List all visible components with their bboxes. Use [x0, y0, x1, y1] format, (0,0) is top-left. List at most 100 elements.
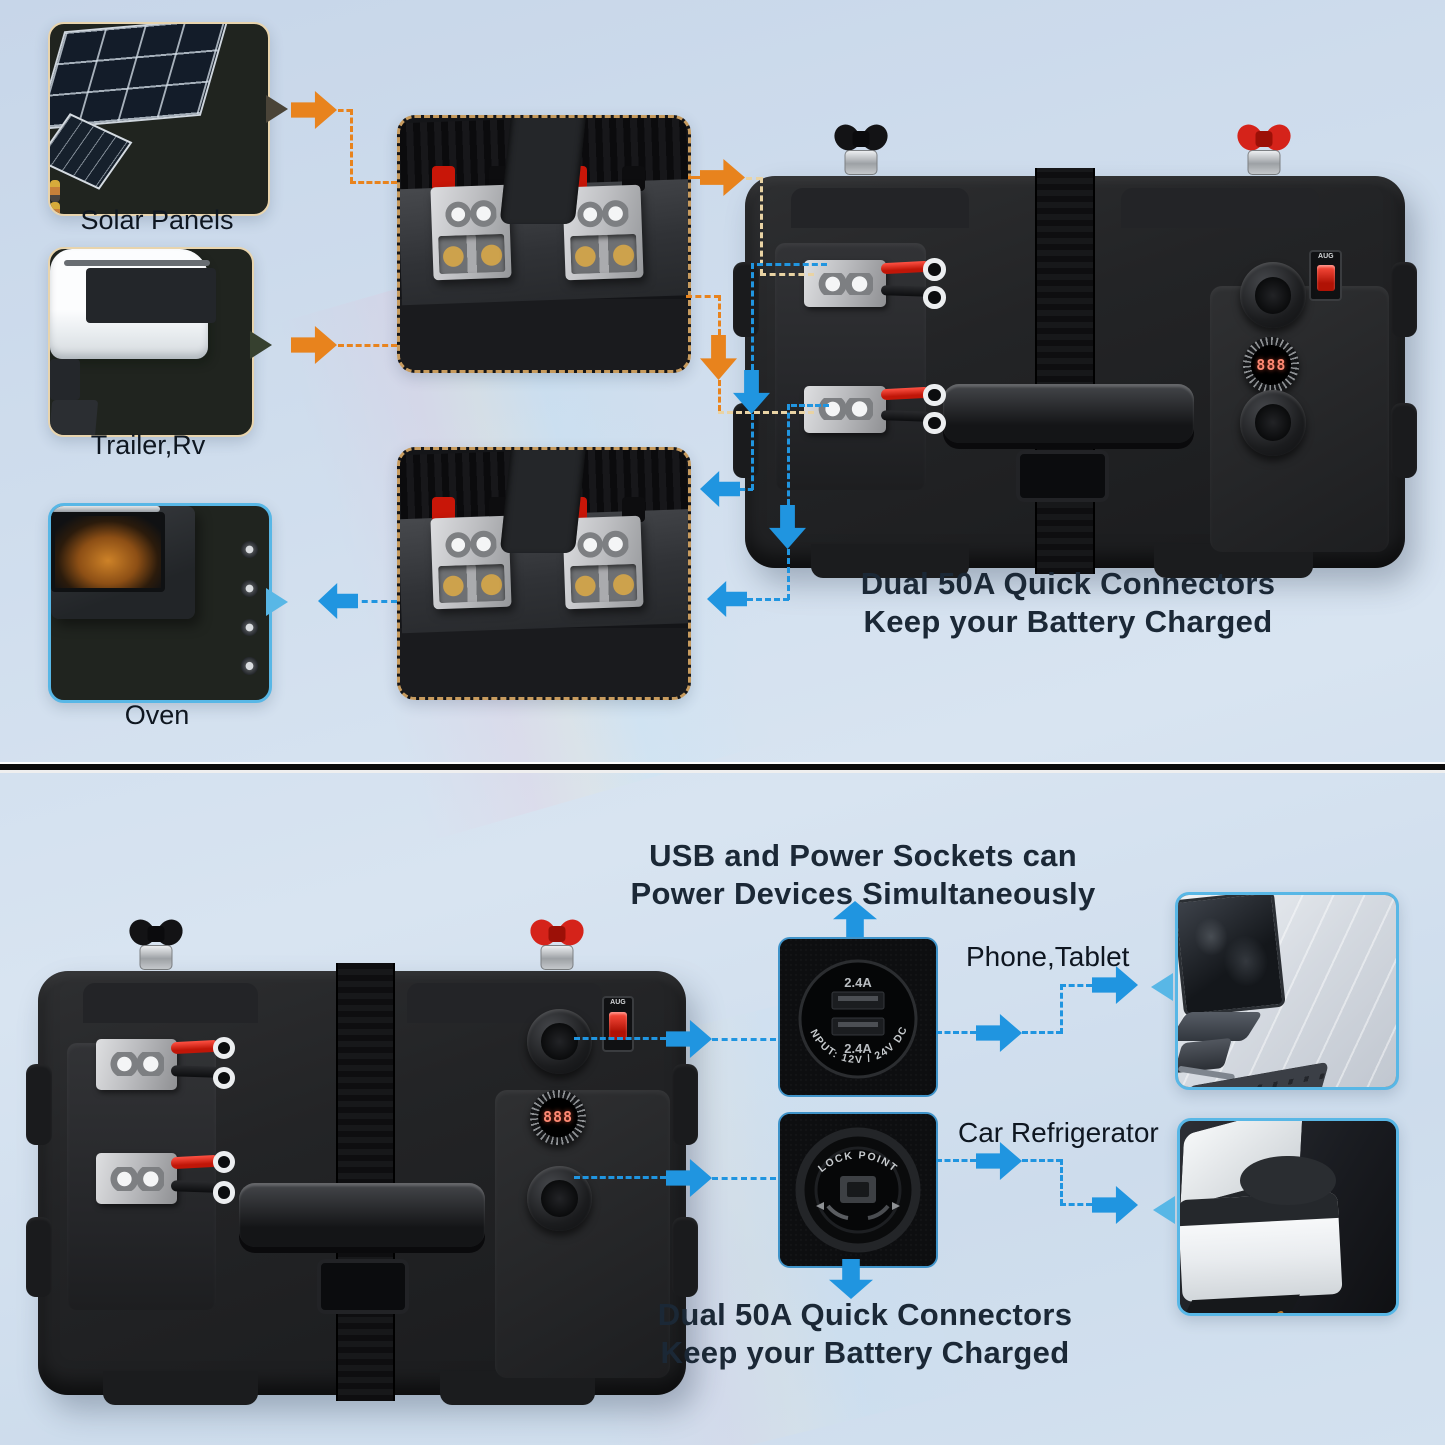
strap	[1035, 168, 1096, 574]
wing-nut-red-icon	[525, 914, 590, 973]
bottom-caption-line2: Keep your Battery Charged	[660, 1335, 1070, 1370]
grommet	[923, 383, 946, 407]
oven-handle	[51, 506, 161, 512]
usb-port1-rating: 2.4A	[844, 975, 872, 990]
trailer-rv-photo	[48, 247, 254, 437]
connector-line	[574, 1176, 666, 1179]
connector-line	[1060, 984, 1063, 1034]
connector-line	[760, 177, 763, 275]
wing-nut-black-icon	[829, 119, 893, 178]
side-tab	[26, 1064, 52, 1145]
callout-tip	[1151, 973, 1173, 1001]
grommet	[923, 286, 946, 309]
connector-line	[712, 1038, 776, 1041]
switch-rocker	[1316, 264, 1336, 291]
connector-line	[686, 295, 720, 298]
battery-box-photo-top: AUG 888	[733, 119, 1417, 578]
callout-tip	[250, 331, 272, 359]
grommet	[212, 1036, 235, 1059]
wing-nut-black-icon	[123, 914, 188, 973]
box-front	[400, 299, 688, 370]
connector-line	[712, 1177, 776, 1180]
handle	[238, 1183, 486, 1247]
anderson-connector	[430, 184, 512, 281]
anderson-connector	[430, 515, 511, 610]
solar-panel-carried	[50, 113, 133, 191]
handle	[943, 383, 1194, 443]
strap-buckle	[1015, 450, 1110, 502]
grommet	[212, 1067, 235, 1090]
source-label-solar: Solar Panels	[80, 205, 234, 235]
wing-nut-red-icon	[1231, 119, 1296, 178]
oven-knob	[240, 618, 259, 636]
trailer-window	[50, 358, 81, 400]
quick-connector-closeup-2	[397, 447, 691, 700]
device-label-fridge: Car Refrigerator	[958, 1117, 1159, 1148]
grommet	[923, 258, 946, 281]
bottom-heading-line1: USB and Power Sockets can	[649, 838, 1077, 873]
box-foot	[102, 1371, 259, 1405]
solar-array	[50, 24, 230, 131]
grommet	[212, 1181, 235, 1204]
orange-arrow-right-icon	[700, 159, 745, 196]
phone-tablet-photo	[1175, 892, 1399, 1090]
blue-arrow-left-icon	[707, 581, 747, 617]
lock-arrow-icon	[892, 1202, 900, 1210]
bottom-heading-line2: Power Devices Simultaneously	[630, 876, 1096, 911]
connector-line	[1022, 1031, 1062, 1034]
connector-line	[757, 263, 827, 266]
top-caption-line2: Keep your Battery Charged	[863, 604, 1273, 639]
blue-arrow-right-icon	[1092, 1186, 1138, 1224]
worker-figure	[50, 202, 60, 214]
connector-line	[1060, 1203, 1092, 1206]
accessory-socket	[1240, 389, 1306, 456]
connector-line	[338, 109, 352, 112]
box-body: AUG 888	[26, 963, 698, 1405]
connector-line	[746, 177, 762, 180]
connector-line	[791, 404, 829, 407]
connector-line	[760, 273, 814, 276]
orange-arrow-down-icon	[700, 335, 737, 380]
blue-arrow-left-icon	[318, 583, 358, 619]
callout-tip	[1153, 1196, 1175, 1224]
connector-line	[350, 109, 353, 183]
connector-line	[718, 295, 721, 335]
connector-line	[718, 380, 721, 411]
source-label-oven: Oven	[124, 700, 190, 730]
connector-line	[574, 1037, 666, 1040]
control-panel	[494, 1089, 670, 1379]
voltmeter-display: 888	[1243, 336, 1300, 393]
oven-body	[51, 506, 259, 675]
section-divider	[0, 762, 1445, 773]
grommet	[923, 411, 946, 435]
box-top-ridge	[791, 188, 970, 228]
top-caption-line1: Dual 50A Quick Connectors	[860, 566, 1276, 601]
connector-line	[751, 263, 754, 370]
side-tab	[1391, 403, 1417, 478]
side-tab	[672, 1064, 698, 1145]
connector-line	[352, 600, 397, 603]
oven-photo	[48, 503, 272, 703]
blue-arrow-left-icon	[700, 471, 740, 507]
oven-knob	[240, 579, 259, 598]
worker-figure	[50, 180, 60, 203]
connector-line	[740, 488, 753, 491]
red-wire	[431, 496, 455, 522]
connector-line	[350, 181, 397, 184]
connector-line	[718, 411, 814, 414]
usb-port2-rating: 2.4A	[844, 1041, 872, 1056]
power-switch: AUG	[601, 996, 635, 1052]
quick-connector-closeup-1	[397, 115, 691, 373]
accessory-socket	[527, 1166, 593, 1231]
fridge-body	[1180, 1191, 1343, 1302]
box-body: AUG 888	[733, 168, 1417, 578]
box-foot	[811, 544, 970, 578]
box-top-ridge	[1121, 188, 1320, 228]
anderson-connector	[804, 383, 946, 435]
device-label-phone: Phone,Tablet	[966, 941, 1130, 972]
tablet	[1178, 895, 1286, 1018]
source-label-trailer: Trailer,Rv	[90, 430, 206, 460]
battery-box-photo-bottom: AUG 888	[26, 914, 698, 1405]
side-tab	[672, 1216, 698, 1298]
